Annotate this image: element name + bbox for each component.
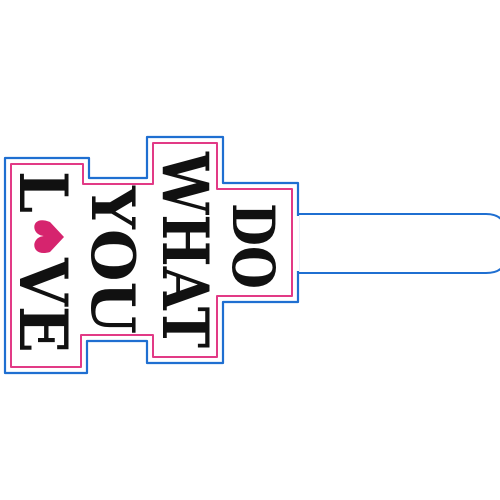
fob-tab-outer-outline [294, 213, 500, 274]
tab-seam-cover [293, 216, 299, 271]
word-do: DO [219, 203, 287, 289]
word-you: YOU [77, 185, 147, 334]
patch-inner-outline [10, 142, 293, 368]
word-what: WHAT [147, 151, 222, 348]
word-love-ve: VE [4, 257, 82, 353]
heart-icon [34, 220, 64, 254]
word-love-l: L [4, 171, 82, 213]
